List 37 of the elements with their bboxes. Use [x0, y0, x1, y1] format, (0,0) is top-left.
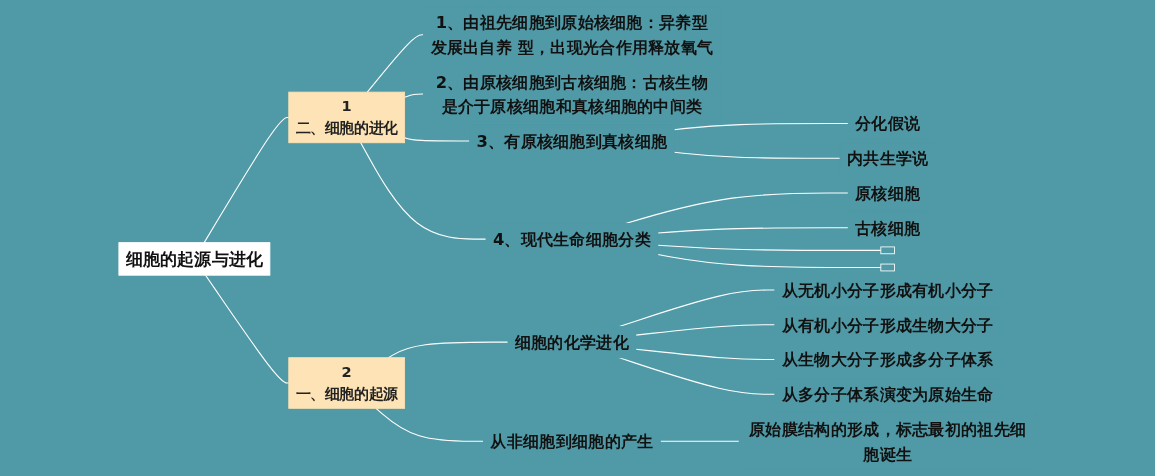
- connector: [404, 137, 471, 142]
- connector: [657, 227, 849, 234]
- connector: [360, 142, 487, 240]
- connector: [366, 34, 425, 93]
- node-text: 从无机小分子形成有机小分子: [781, 280, 994, 300]
- connector: [618, 357, 776, 395]
- node-box: [880, 263, 895, 272]
- connector: [635, 324, 776, 336]
- connector: [635, 348, 776, 361]
- node-box: 1 二、细胞的进化: [288, 91, 406, 144]
- connector: [203, 116, 290, 244]
- node-text: 内共生学说: [846, 148, 929, 168]
- connector: [387, 341, 509, 359]
- node-text: 1、由祖先细胞到原始核细胞：异养型发展出自养 型，出现光合作用释放氧气: [430, 12, 714, 57]
- node-text: 从有机小分子形成生物大分子: [781, 315, 994, 334]
- node-text: 古核细胞: [855, 218, 921, 238]
- node-box: 细胞的起源与进化: [118, 242, 271, 276]
- connector: [404, 93, 425, 98]
- connector: [205, 274, 290, 384]
- node-text: 分化假说: [855, 113, 921, 133]
- connector: [673, 123, 849, 131]
- connector: [375, 407, 485, 442]
- node-text: 3、有原核细胞到真核细胞: [476, 131, 668, 151]
- node-text: 2、由原核细胞到古核细胞：古核生物是介于原核细胞和真核细胞的中间类: [435, 72, 709, 116]
- node-text: 细胞的化学进化: [514, 332, 629, 352]
- node-box: [880, 246, 895, 255]
- node-box: 2 一、细胞的起源: [288, 357, 406, 409]
- connector: [659, 440, 740, 442]
- node-text: 从多分子体系演变为原始生命: [781, 384, 994, 404]
- connector: [657, 254, 882, 269]
- connector: [673, 151, 841, 159]
- connector: [657, 244, 882, 251]
- node-text: 原始膜结构的形成，标志最初的祖先细胞诞生: [749, 419, 1027, 463]
- node-text: 从生物大分子形成多分子体系: [781, 349, 994, 369]
- node-text: 4、现代生命细胞分类: [492, 229, 651, 249]
- node-text: 从非细胞到细胞的产生: [490, 431, 654, 451]
- node-text: 原核细胞: [855, 183, 921, 203]
